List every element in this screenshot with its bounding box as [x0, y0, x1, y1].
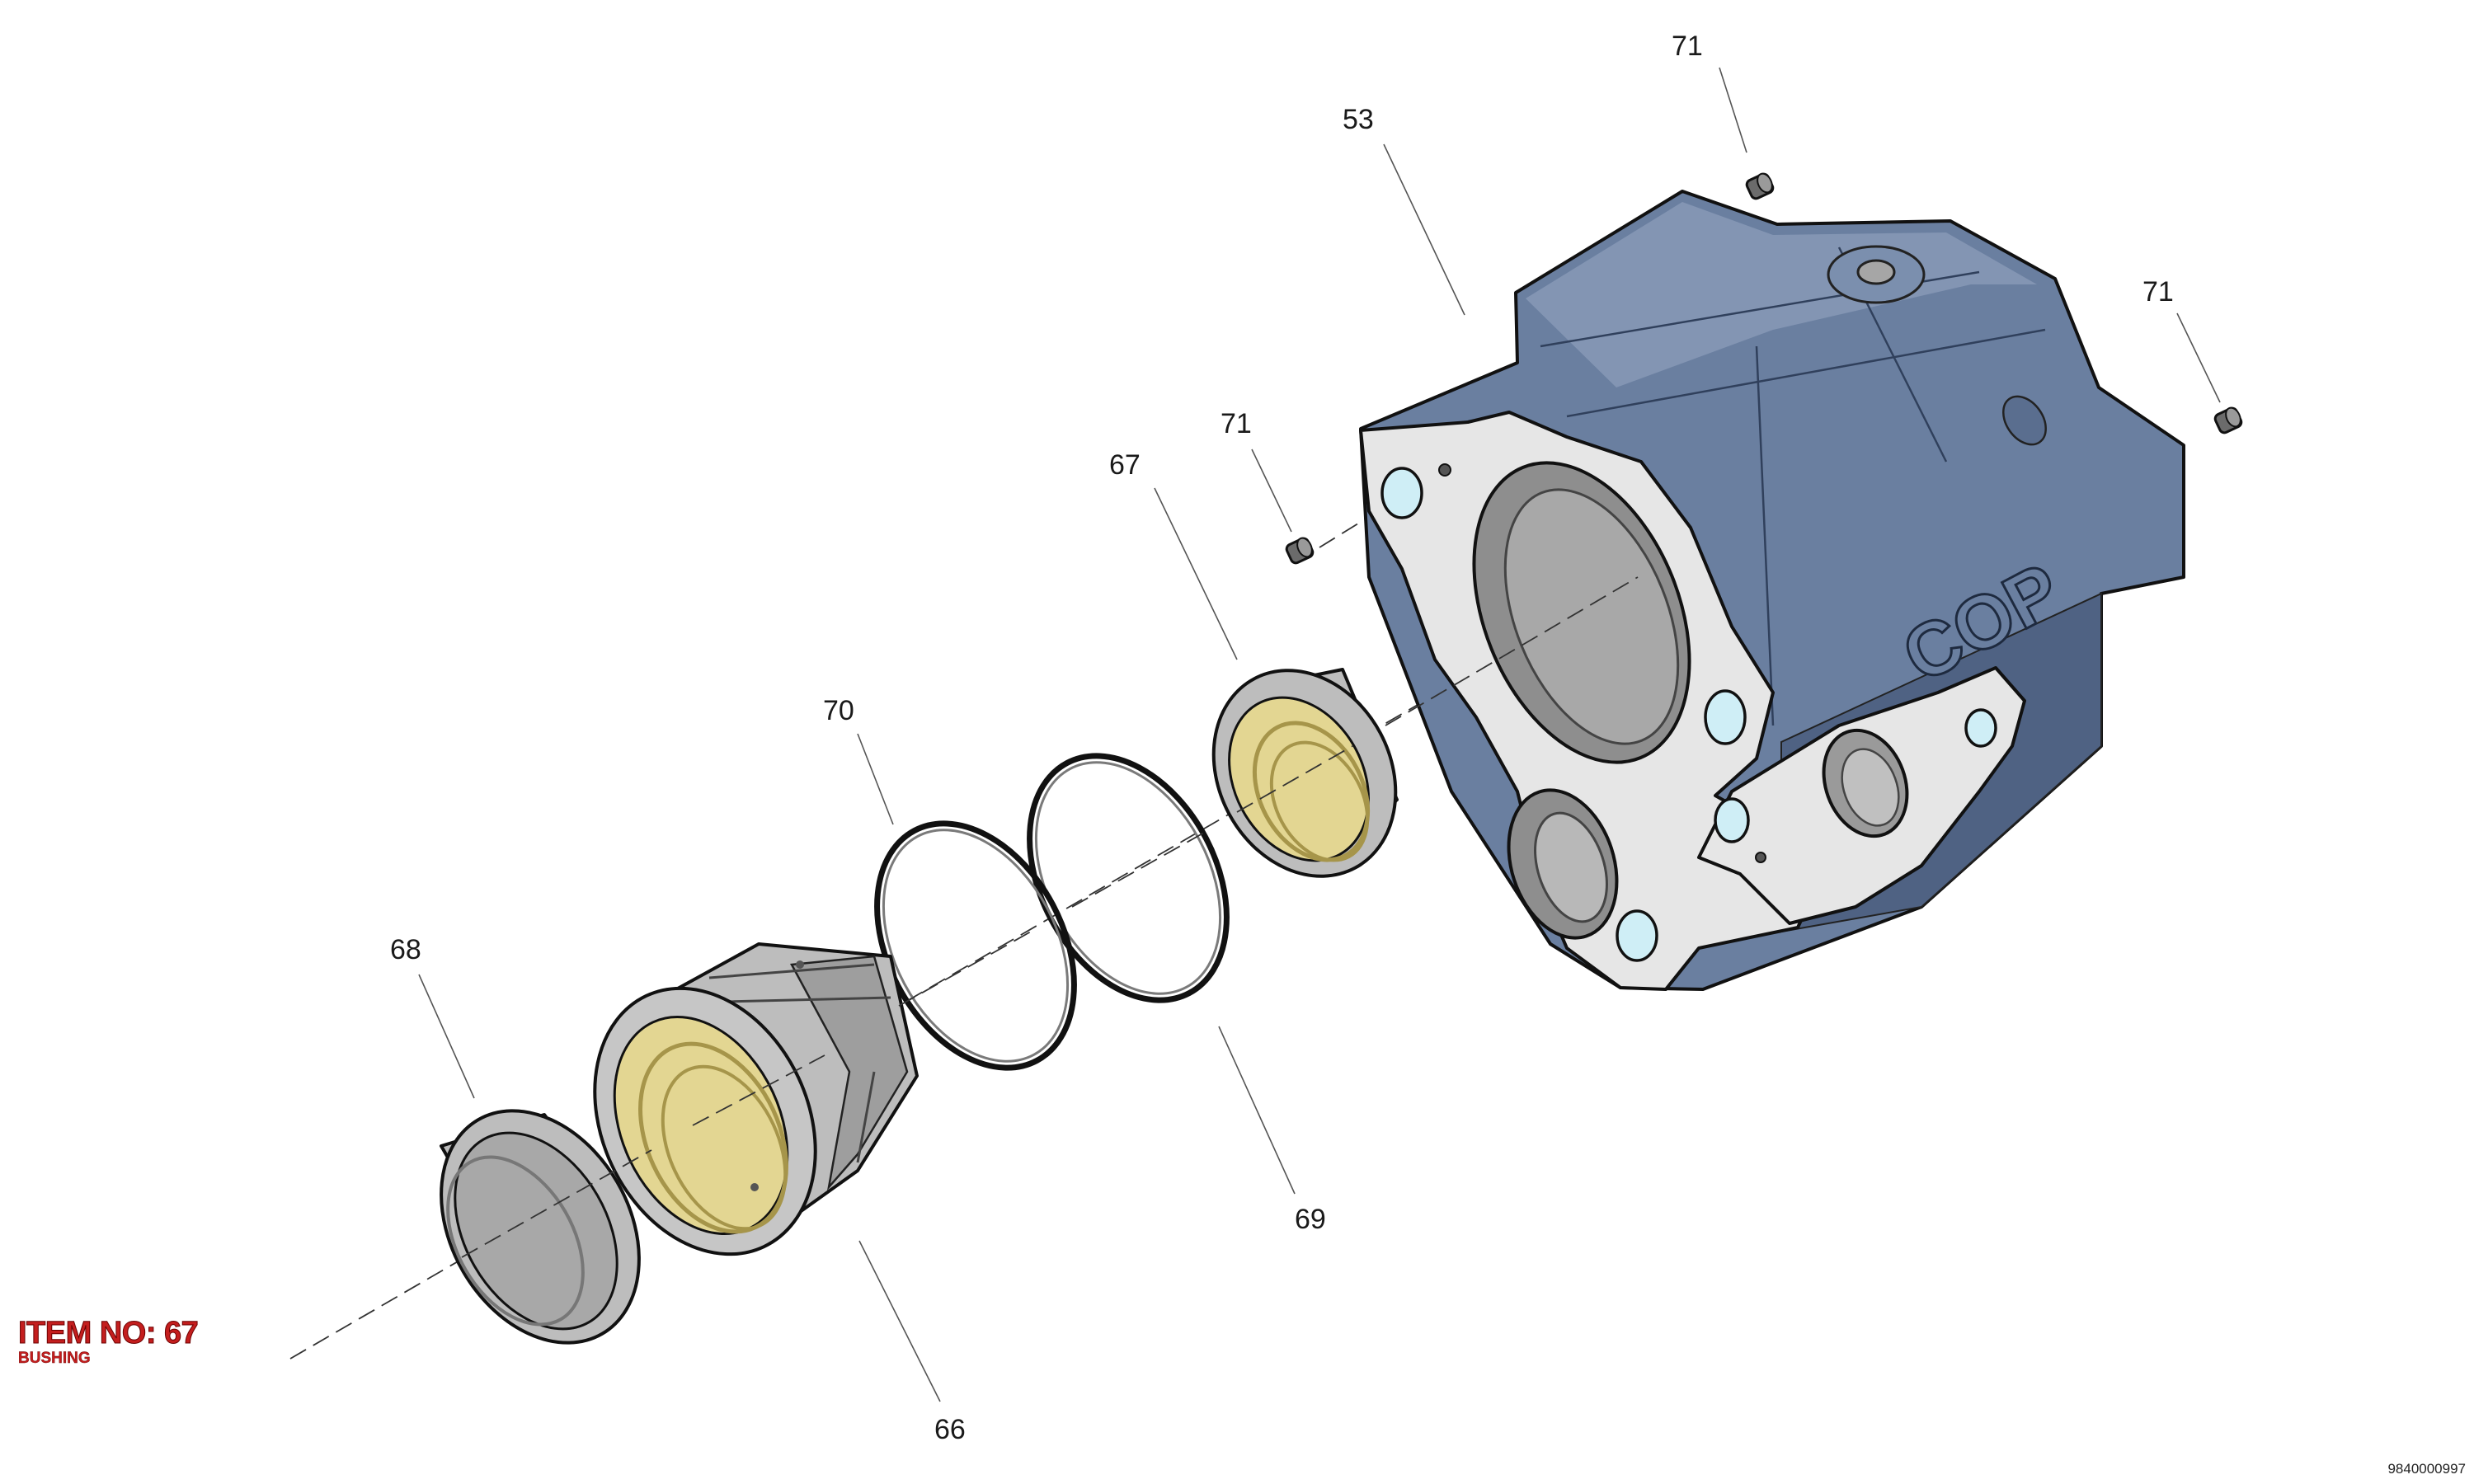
pin-part-71	[1285, 537, 1315, 565]
leader-line-71c	[1251, 448, 1292, 533]
housing-bolt-hole	[1616, 909, 1658, 962]
drawing-number: 9840000997	[2387, 1461, 2466, 1477]
callout-69: 69	[1295, 1204, 1326, 1235]
assembly-axis-line	[289, 576, 1639, 1360]
housing-part-53: COP	[1359, 190, 2185, 991]
housing-lower-bore-inner	[1534, 811, 1608, 923]
leader-line-53	[1383, 143, 1465, 316]
housing-bolt-hole	[1380, 467, 1423, 519]
callout-68: 68	[390, 934, 421, 965]
callout-66: 66	[934, 1414, 966, 1445]
housing-pin-hole	[1438, 463, 1451, 477]
pin-part-71	[1745, 172, 1775, 200]
item-number-title: ITEM NO: 67	[17, 1316, 199, 1350]
callout-71-top: 71	[1672, 31, 1703, 62]
callout-70: 70	[823, 695, 854, 726]
housing-top-plug	[1856, 259, 1896, 285]
o-ring-part-69	[1027, 753, 1230, 1003]
housing-bolt-hole	[1964, 708, 1997, 748]
housing-ridge-line	[1540, 247, 2046, 726]
item-description: BUSHING	[18, 1350, 91, 1367]
item-caption: ITEM NO: 67 BUSHING	[17, 1316, 199, 1368]
bushing-part-68	[440, 1109, 641, 1345]
housing-top-shade	[1526, 202, 2037, 387]
housing-pin-hole	[1755, 852, 1766, 863]
o-ring-part-70-inner	[882, 829, 1070, 1063]
callout-71-left: 71	[1221, 408, 1252, 439]
callout-71-right: 71	[2142, 276, 2174, 308]
callout-53: 53	[1343, 104, 1374, 135]
housing-side-bore-inner	[1841, 748, 1900, 827]
leader-line-69	[1218, 1026, 1296, 1195]
leader-line-68	[418, 974, 475, 1099]
housing-bolt-hole	[1714, 797, 1750, 843]
leader-line-66	[858, 1240, 941, 1402]
leader-line-70	[857, 733, 894, 825]
housing-side-pocket	[2002, 395, 2047, 446]
callout-67: 67	[1109, 449, 1141, 481]
leader-line-71b	[2176, 312, 2221, 403]
pin-part-71	[2213, 406, 2243, 434]
guide-part-66	[593, 942, 919, 1256]
leader-line-71a	[1719, 67, 1747, 153]
housing-main-bore-inner	[1503, 488, 1680, 745]
housing-bolt-hole	[1704, 689, 1747, 745]
bushing-part-67	[1211, 668, 1399, 878]
leader-line-67	[1154, 487, 1238, 660]
assembly-axis-overlay	[461, 576, 1639, 1258]
